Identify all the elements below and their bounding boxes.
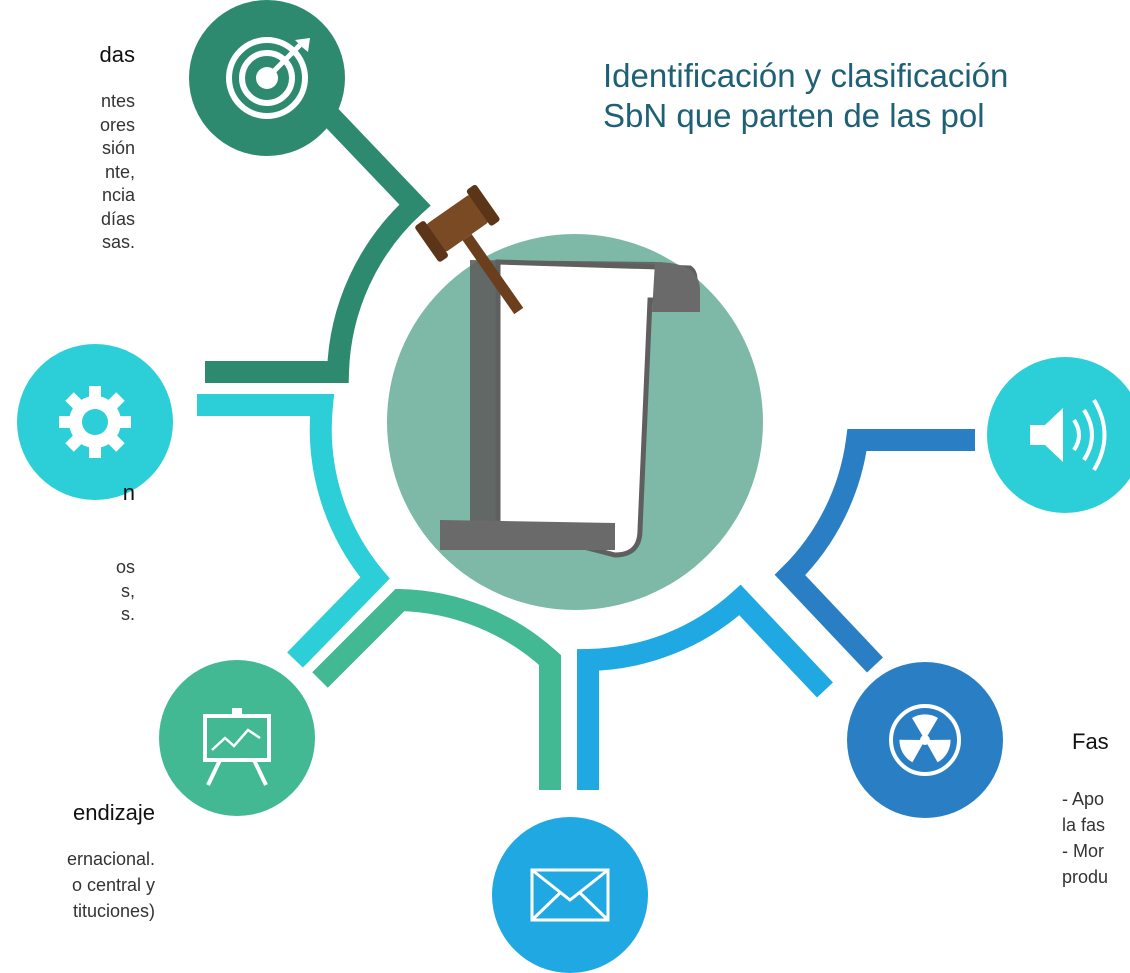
left-top-line: ores xyxy=(99,114,135,135)
document-gavel-icon xyxy=(415,184,700,558)
left-top-text: ntes ores sión nte, ncia días sas. xyxy=(60,90,135,255)
left-bottom-text: ernacional. o central y tituciones) xyxy=(0,846,155,924)
page-title: Identificación y clasificación SbN que p… xyxy=(603,56,1008,136)
left-top-line: días xyxy=(100,208,135,229)
right-bottom-line: la fas xyxy=(1062,815,1106,835)
arm-cyan xyxy=(197,394,390,668)
right-bottom-line: - Mor xyxy=(1062,841,1104,861)
left-bottom-line: ernacional. xyxy=(66,849,155,869)
left-mid-line: s, xyxy=(120,580,135,601)
speaker-icon xyxy=(987,357,1130,513)
left-top-line: sión xyxy=(101,138,135,158)
left-mid-heading: n xyxy=(122,480,135,505)
left-bottom-line: tituciones) xyxy=(72,901,155,921)
left-top-line: ntes xyxy=(100,91,135,111)
mail-icon xyxy=(492,817,648,973)
left-mid-line: os xyxy=(115,557,135,577)
title-line-2: SbN que parten de las pol xyxy=(603,97,985,134)
presentation-icon xyxy=(159,660,315,816)
right-bottom-heading: Fas xyxy=(1072,729,1109,754)
right-bottom-text: - Apo la fas - Mor produ xyxy=(1062,786,1108,890)
target-icon xyxy=(189,0,345,156)
arm-sky-blue xyxy=(577,584,833,790)
right-bottom-line: - Apo xyxy=(1062,789,1105,809)
left-top-line: sas. xyxy=(101,232,135,252)
left-mid-text: os s, s. xyxy=(80,556,135,627)
left-top-line: ncia xyxy=(101,185,135,205)
title-line-1: Identificación y clasificación xyxy=(603,57,1009,94)
radiation-icon xyxy=(847,662,1003,818)
left-top-heading: das xyxy=(99,42,135,67)
left-bottom-heading: endizaje xyxy=(73,800,155,825)
left-top-line: nte, xyxy=(104,161,135,182)
left-mid-line: s. xyxy=(120,604,135,624)
arm-light-green xyxy=(312,588,561,790)
gear-icon xyxy=(17,344,173,500)
left-bottom-line: o central y xyxy=(71,875,155,895)
right-bottom-line: produ xyxy=(1062,867,1109,887)
arm-dark-green xyxy=(205,87,431,383)
arm-blue xyxy=(774,429,975,673)
